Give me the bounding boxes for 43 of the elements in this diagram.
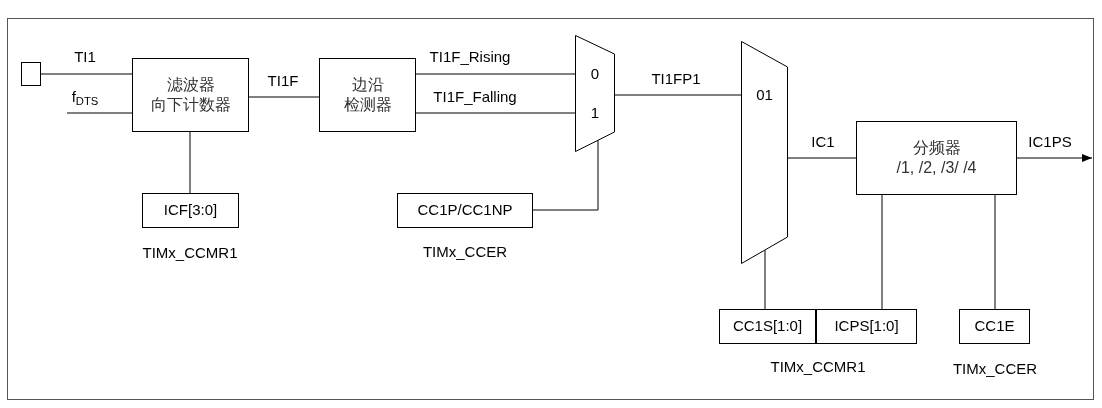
register-field-name: CC1E <box>974 317 1015 336</box>
register-field-box <box>142 193 239 228</box>
input-select-number: 01 <box>756 86 773 102</box>
block-text: 边沿 <box>351 75 384 95</box>
signal-label: f$_{DTS}$ <box>71 88 99 104</box>
register-field-name: CC1S[1:0] <box>732 317 803 336</box>
register-field-name: ICF[3:0] <box>163 201 218 220</box>
connector-line <box>40 73 133 75</box>
prescaler-block <box>856 121 1017 195</box>
register-field-box <box>397 193 533 228</box>
connector-line <box>994 194 996 310</box>
input-select-number: 1 <box>590 104 600 120</box>
register-name: TIMx_CCER <box>422 243 508 259</box>
connector-line <box>787 157 857 159</box>
connector-line <box>248 96 320 98</box>
connector-line <box>189 131 191 194</box>
connector-line <box>614 94 742 96</box>
arrow <box>1016 154 1093 162</box>
block-text: 滤波器 <box>166 75 215 95</box>
register-name: TIMx_CCMR1 <box>142 244 238 260</box>
connector-line <box>415 73 576 75</box>
register-field-name: ICPS[1:0] <box>834 317 899 336</box>
register-name: TIMx_CCER <box>952 360 1038 376</box>
register-field-box <box>719 309 816 344</box>
connector-line <box>66 112 133 114</box>
block-text: 检测器 <box>343 95 392 115</box>
block-text: /1, /2, /3/ /4 <box>896 158 977 178</box>
register-field-box <box>959 309 1030 344</box>
register-name: TIMx_CCMR1 <box>770 358 866 374</box>
signal-label: TI1F_Rising <box>429 48 511 64</box>
input-select-number: 0 <box>590 65 600 81</box>
connector-line <box>415 112 576 114</box>
register-field-box <box>816 309 917 344</box>
block-text: 分频器 <box>912 138 961 158</box>
filter-block <box>132 58 249 132</box>
connector-line <box>881 194 883 310</box>
register-field-name: CC1P/CC1NP <box>417 201 513 220</box>
edge-detector-block <box>319 58 416 132</box>
connector-line <box>764 249 766 310</box>
connector-line <box>532 140 599 211</box>
input-pin <box>21 62 41 86</box>
block-text: 向下计数器 <box>150 95 231 115</box>
signal-label: TI1F_Falling <box>433 88 517 104</box>
